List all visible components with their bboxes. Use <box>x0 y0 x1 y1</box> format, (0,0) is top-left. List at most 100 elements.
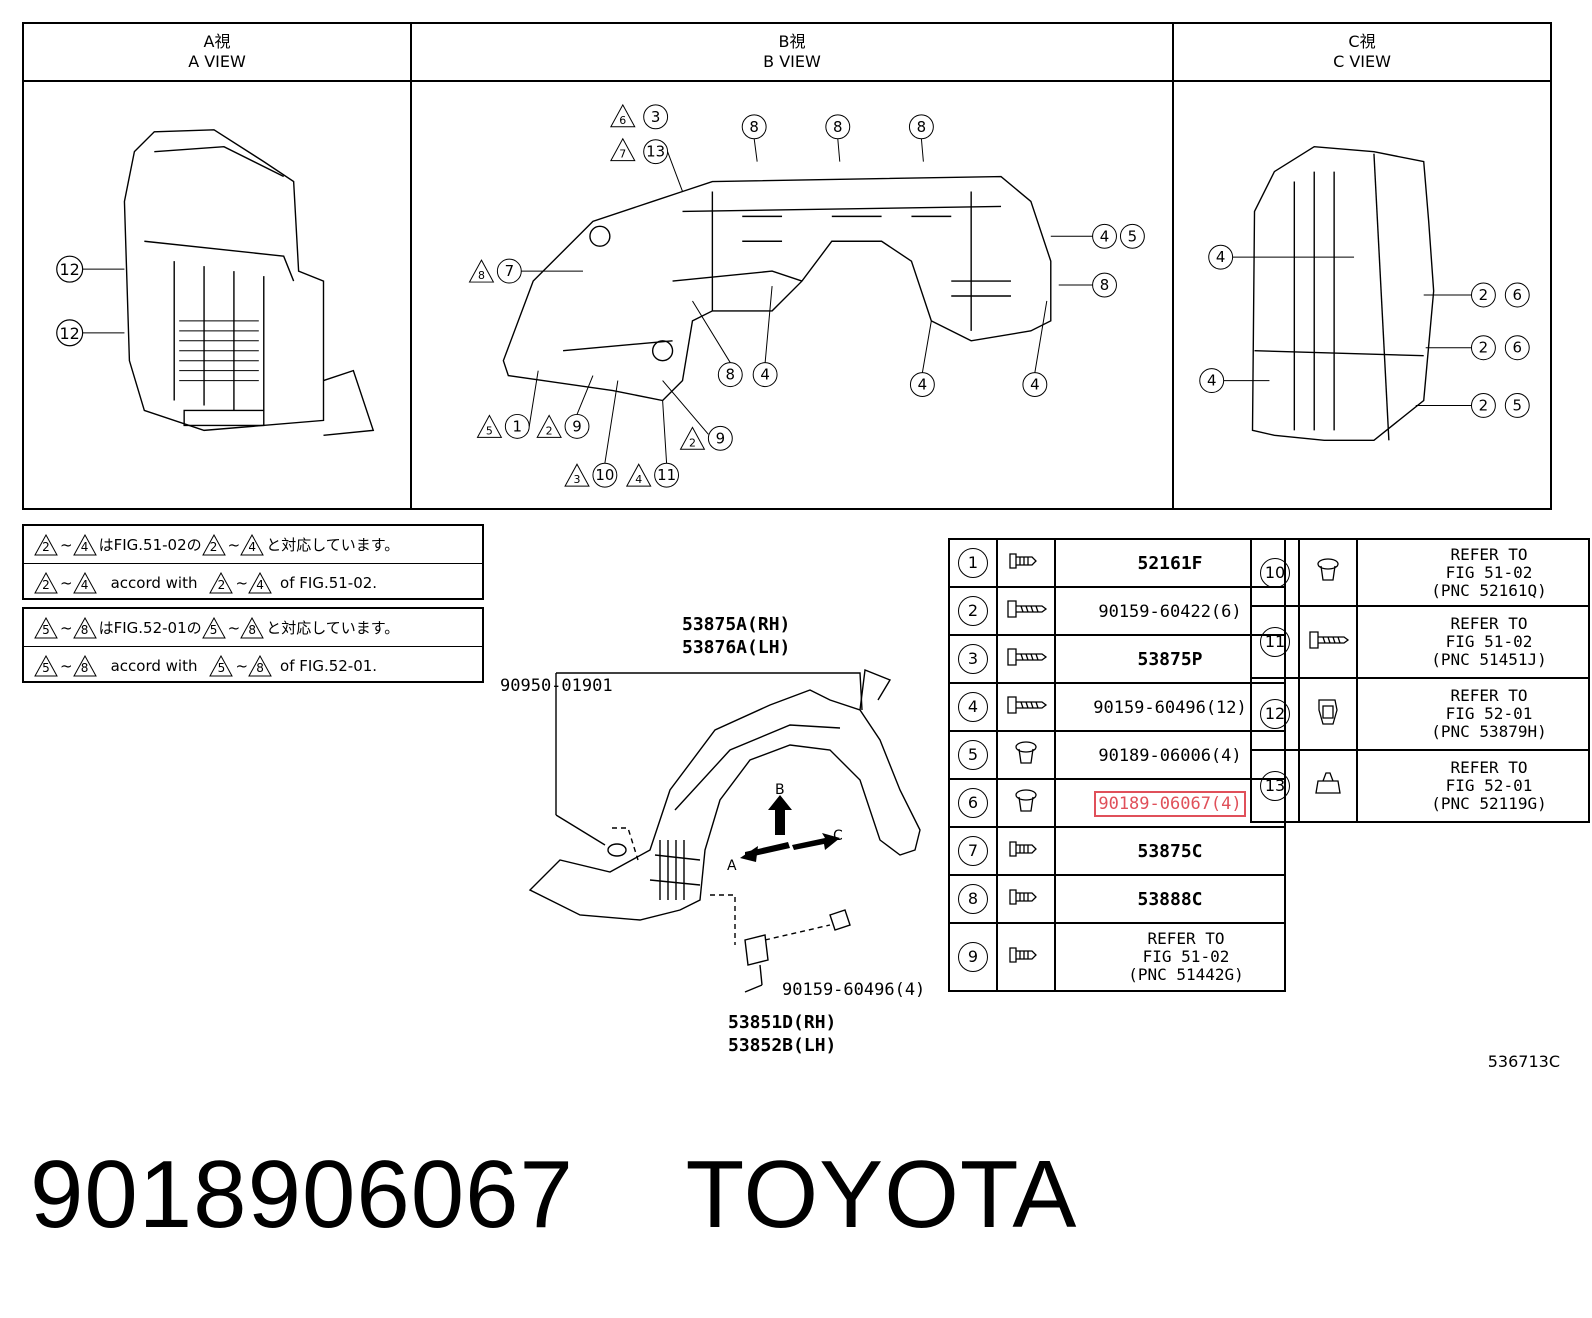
triangle-icon: 5 <box>34 654 58 677</box>
item-number: 11 <box>1250 605 1300 679</box>
svg-text:4: 4 <box>1100 227 1109 245</box>
item-number-badge: 13 <box>1260 771 1290 801</box>
item-number: 9 <box>948 922 998 992</box>
part-number[interactable]: REFER TO FIG 51-02 (PNC 52161Q) <box>1431 544 1547 600</box>
plate-rh-label: 53851D(RH) <box>728 1012 837 1033</box>
push-icon <box>996 778 1056 828</box>
item-number-badge: 11 <box>1260 627 1290 657</box>
note-text: accord with <box>110 573 198 592</box>
clip13-icon <box>1298 749 1358 823</box>
parts-row: 9 REFER TO FIG 51-02 (PNC 51442G) <box>948 922 1286 992</box>
clip-icon <box>996 538 1056 588</box>
c-view-jp: C視 <box>1348 32 1376 51</box>
b-view-header: B視 B VIEW <box>412 24 1172 82</box>
a-callout: 12 <box>60 324 80 343</box>
part-number[interactable]: 52161F <box>1137 552 1203 574</box>
part-number-cell: 90159-60422(6) <box>1054 586 1286 636</box>
item-number-badge: 7 <box>958 836 988 866</box>
part-number[interactable]: REFER TO FIG 52-01 (PNC 52119G) <box>1431 758 1547 813</box>
footer-title: 9018906067 TOYOTA <box>30 1140 1077 1250</box>
parts-row: 7 53875C <box>948 826 1286 876</box>
note-row-jp: 5 ~ 8 はFIG.52-01の 5 ~ 8 と対応しています。 <box>24 609 482 646</box>
part-number[interactable]: 90189-06006(4) <box>1098 745 1242 766</box>
views-panel: A視 A VIEW B視 B VIEW C視 C VIEW 12 <box>22 22 1552 510</box>
svg-text:4: 4 <box>635 473 642 486</box>
liner-lh-label: 53876A(LH) <box>682 637 791 658</box>
push-icon <box>1298 538 1358 607</box>
footer-brand: TOYOTA <box>685 1141 1078 1248</box>
svg-text:10: 10 <box>595 466 614 484</box>
parts-row: 2 90159-60422(6) <box>948 586 1286 636</box>
item-number-badge: 5 <box>958 740 988 770</box>
part-number-cell: 90189-06067(4) <box>1054 778 1286 828</box>
svg-text:9: 9 <box>716 429 725 447</box>
triangle-icon: 5 <box>34 616 58 639</box>
screw-icon <box>996 634 1056 684</box>
arrow-b-label: B <box>775 782 785 798</box>
item-number-badge: 2 <box>958 596 988 626</box>
item-number: 5 <box>948 730 998 780</box>
plate-lh-label: 53852B(LH) <box>728 1035 837 1056</box>
svg-text:2: 2 <box>546 424 553 437</box>
svg-text:13: 13 <box>646 143 665 161</box>
part-number[interactable]: REFER TO FIG 52-01 (PNC 53879H) <box>1431 686 1547 741</box>
a-view-drawing: 12 12 <box>24 82 410 508</box>
note-row-en: 5 ~ 8 accord with 5 ~ 8 of FIG.52-01. <box>24 646 482 684</box>
triangle-icon: 2 <box>209 571 234 594</box>
a-callout: 12 <box>60 260 80 279</box>
item-number: 8 <box>948 874 998 924</box>
svg-text:2: 2 <box>1479 286 1488 304</box>
clip-icon <box>996 826 1056 876</box>
svg-text:3: 3 <box>574 473 581 486</box>
c-view-drawing: 4 4 2 6 2 6 2 5 <box>1174 82 1550 508</box>
item-number: 13 <box>1250 749 1300 823</box>
part-number-cell: REFER TO FIG 52-01 (PNC 52119G) <box>1356 749 1590 823</box>
clip-icon <box>996 874 1056 924</box>
triangle-icon: 2 <box>201 533 226 556</box>
part-number[interactable]: REFER TO FIG 51-02 (PNC 51451J) <box>1431 614 1547 669</box>
part-number[interactable]: 53875P <box>1137 648 1203 670</box>
footer-part-number: 9018906067 <box>30 1141 574 1248</box>
svg-text:5: 5 <box>486 424 493 437</box>
a-view-en: A VIEW <box>188 52 246 71</box>
triangle-icon: 5 <box>201 616 226 639</box>
c-view-header: C視 C VIEW <box>1174 24 1550 82</box>
triangle-icon: 8 <box>248 654 272 677</box>
part-number[interactable]: 90159-60496(12) <box>1093 697 1247 718</box>
clip-icon <box>996 922 1056 992</box>
highlighted-part-number[interactable]: 90189-06067(4) <box>1094 790 1246 817</box>
part-number[interactable]: 53888C <box>1137 888 1203 910</box>
svg-text:4: 4 <box>1207 372 1216 390</box>
part-number[interactable]: REFER TO FIG 51-02 (PNC 51442G) <box>1128 929 1244 984</box>
c-view-liner-illustration: 4 4 2 6 2 6 2 5 <box>1199 145 1530 442</box>
part-number-cell: 90189-06006(4) <box>1054 730 1286 780</box>
arrow-a-label: A <box>727 858 737 874</box>
svg-text:4: 4 <box>918 376 927 394</box>
part-number-cell: 53875C <box>1054 826 1286 876</box>
triangle-icon: 8 <box>72 616 97 639</box>
push-icon <box>996 730 1056 780</box>
svg-text:6: 6 <box>1513 286 1522 304</box>
part-number[interactable]: 90159-60422(6) <box>1098 601 1242 622</box>
svg-text:2: 2 <box>1479 339 1488 357</box>
note-text: accord with <box>110 656 198 675</box>
part-number[interactable]: 53875C <box>1137 840 1203 862</box>
note-text: と対応しています。 <box>266 619 400 637</box>
note-text: of FIG.52-01. <box>280 656 378 675</box>
triangle-icon: 4 <box>72 571 97 594</box>
clip-label: 90950-01901 <box>500 676 613 696</box>
item-number: 12 <box>1250 677 1300 751</box>
item-number-badge: 1 <box>958 548 988 578</box>
item-number: 1 <box>948 538 998 588</box>
svg-text:8: 8 <box>917 118 926 136</box>
a-view-jp: A視 <box>203 32 231 51</box>
svg-text:3: 3 <box>651 108 660 126</box>
part-number-cell: 53888C <box>1054 874 1286 924</box>
triangle-icon: 5 <box>209 654 234 677</box>
note-text: はFIG.52-01の <box>98 619 202 637</box>
screw-icon <box>996 682 1056 732</box>
item-number: 7 <box>948 826 998 876</box>
b-view-liner-illustration: 8 8 8 4 5 8 7 8 4 4 4 3 13 1 9 9 10 11 <box>468 103 1145 488</box>
